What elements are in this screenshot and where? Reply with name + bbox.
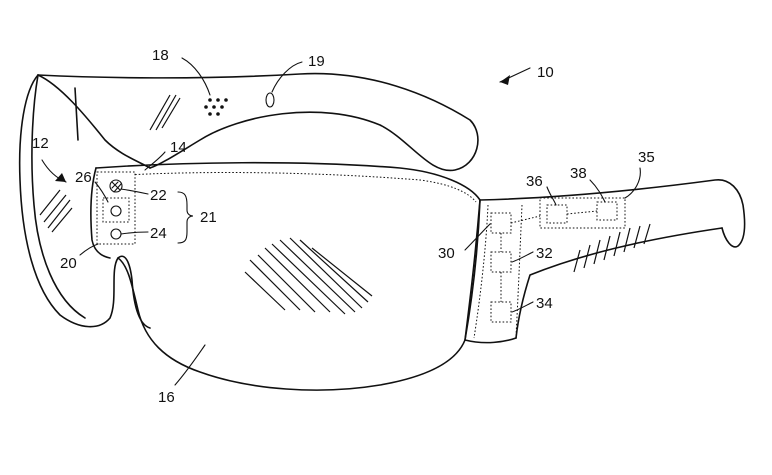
label-12: 12 — [32, 135, 49, 152]
label-19: 19 — [308, 53, 325, 70]
speaker-grill-18 — [204, 98, 228, 116]
label-20: 20 — [60, 255, 77, 272]
label-35: 35 — [638, 149, 655, 166]
component-34 — [491, 302, 511, 322]
label-18: 18 — [152, 47, 169, 64]
module-inner — [103, 198, 129, 222]
label-24: 24 — [150, 225, 167, 242]
label-26: 26 — [75, 169, 92, 186]
component-30 — [491, 213, 511, 233]
label-32: 32 — [536, 245, 553, 262]
label-16: 16 — [158, 389, 175, 406]
label-21: 21 — [200, 209, 217, 226]
temple-components — [491, 198, 625, 322]
far-temple-arm — [38, 74, 478, 171]
label-10: 10 — [537, 64, 554, 81]
label-14: 14 — [170, 139, 187, 156]
microphone-19 — [266, 93, 274, 107]
label-36: 36 — [526, 173, 543, 190]
label-30: 30 — [438, 245, 455, 262]
label-22: 22 — [150, 187, 167, 204]
component-32 — [491, 252, 511, 272]
component-38 — [597, 202, 617, 220]
label-34: 34 — [536, 295, 553, 312]
component-36 — [547, 205, 567, 223]
label-38: 38 — [570, 165, 587, 182]
